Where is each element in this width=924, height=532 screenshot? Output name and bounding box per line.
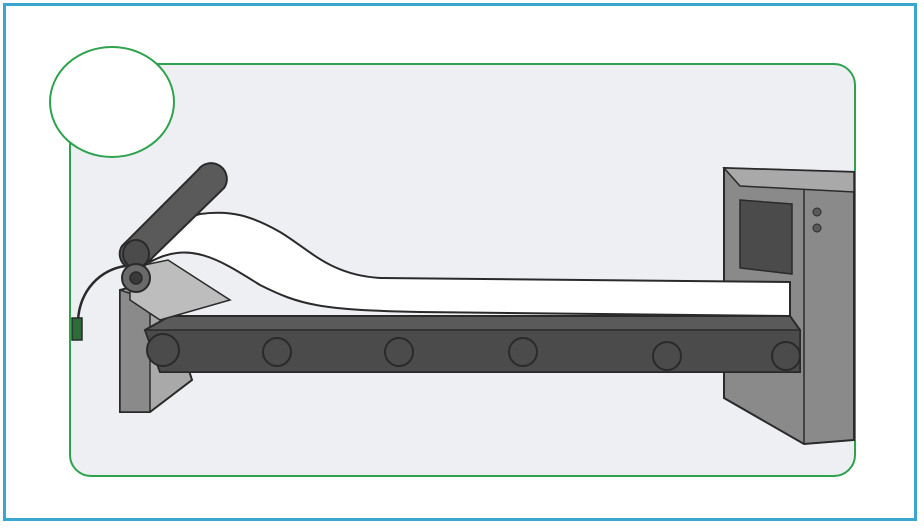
label-circle: [49, 46, 175, 158]
power-cable: [76, 264, 126, 321]
feed-ramp: [129, 259, 232, 321]
conveyor-belt-icon: [143, 315, 801, 373]
paper-roll-icon: [118, 162, 228, 293]
paper-sheet: [147, 211, 791, 318]
cable-plug: [71, 317, 83, 341]
